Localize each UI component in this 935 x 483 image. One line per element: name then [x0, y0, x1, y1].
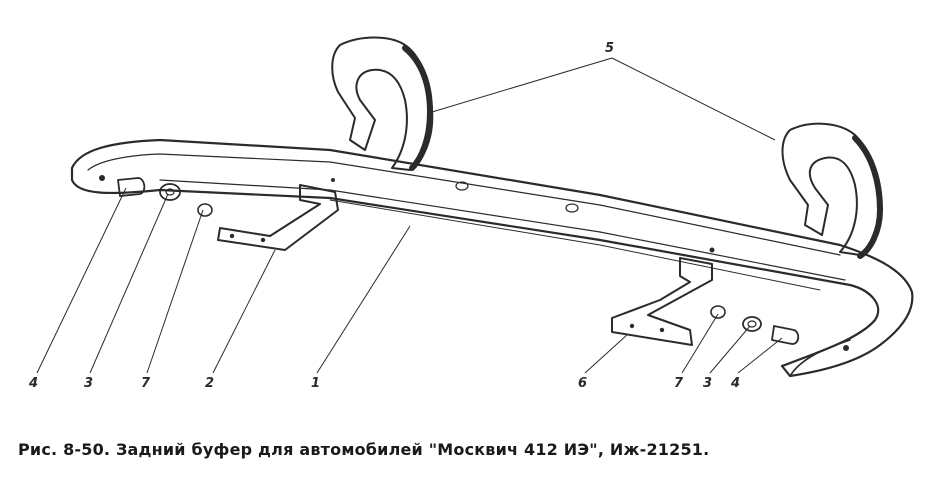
right-overrider — [781, 122, 883, 259]
callout-2: 2 — [205, 376, 214, 391]
bumper-bolt — [99, 175, 105, 181]
callout-5: 5 — [605, 41, 614, 56]
callout-3-right: 3 — [703, 376, 712, 391]
bumper-bolt — [331, 178, 335, 182]
rear-bumper-diagram: 5 4 3 7 2 1 6 7 3 4 — [28, 36, 914, 391]
leader-lines — [36, 57, 783, 374]
left-overrider — [331, 36, 434, 171]
bumper-bar — [70, 138, 914, 378]
callout-6: 6 — [578, 376, 587, 391]
callout-7-left: 7 — [141, 376, 151, 391]
left-bracket — [217, 184, 339, 251]
figure-caption: Рис. 8-50. Задний буфер для автомобилей … — [18, 440, 710, 459]
left-washer-3 — [159, 183, 181, 201]
callout-4-left: 4 — [28, 376, 38, 391]
bumper-bolt — [709, 247, 715, 253]
right-spacer-4 — [771, 325, 800, 345]
callout-7-right: 7 — [674, 376, 684, 391]
bumper-bolt — [843, 345, 849, 351]
left-spacer-4 — [117, 177, 146, 197]
right-bracket — [611, 257, 713, 346]
right-washer-3 — [742, 316, 762, 332]
callout-4-right: 4 — [730, 376, 740, 391]
bumper-hole — [565, 203, 579, 213]
right-nut-7 — [710, 305, 726, 319]
bumper-hole — [455, 181, 469, 191]
callout-1: 1 — [311, 376, 320, 391]
callout-3-left: 3 — [84, 376, 93, 391]
left-nut-7 — [197, 203, 213, 217]
